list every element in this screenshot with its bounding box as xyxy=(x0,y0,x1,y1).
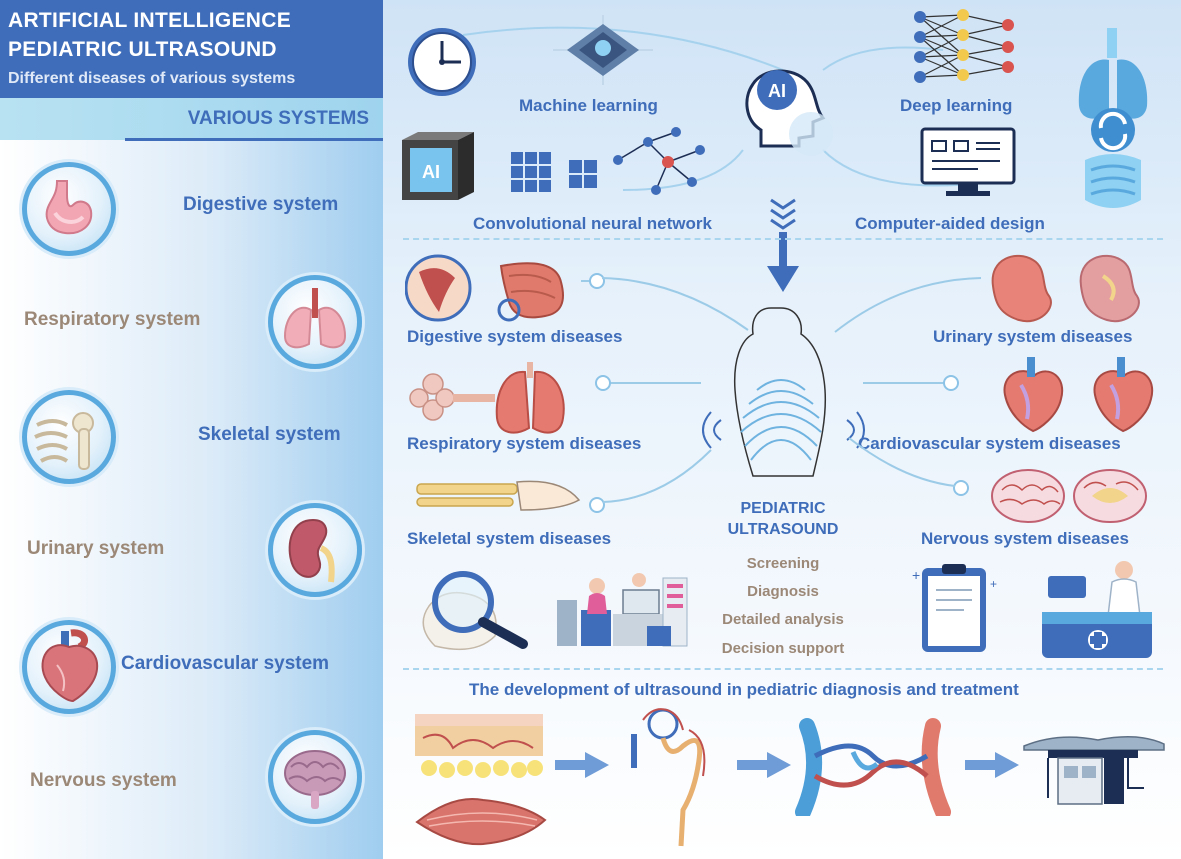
development-title: The development of ultrasound in pediatr… xyxy=(469,680,1019,699)
monitor-icon xyxy=(920,127,1016,196)
title-box: ARTIFICIAL INTELLIGENCE PEDIATRIC ULTRAS… xyxy=(0,0,383,98)
connector-curve-digestive xyxy=(601,277,749,331)
connector-node xyxy=(953,480,969,496)
step-diagnosis: Diagnosis xyxy=(747,583,819,600)
section-label: VARIOUS SYSTEMS xyxy=(187,108,369,129)
cardio-disease-icon xyxy=(1003,357,1154,433)
magnifier-icon xyxy=(422,571,528,651)
label-respiratory-diseases: Respiratory system diseases xyxy=(407,434,642,453)
vessel-icon xyxy=(795,718,951,816)
ultrasound-machine-icon xyxy=(1023,736,1165,805)
system-label-skeletal: Skeletal system xyxy=(198,424,341,445)
separator-top xyxy=(403,238,1163,240)
label-nervous-diseases: Nervous system diseases xyxy=(921,529,1129,548)
title-line-1: ARTIFICIAL INTELLIGENCE xyxy=(8,9,292,32)
label-deep-learning: Deep learning xyxy=(900,96,1013,115)
connector-curve-nervous xyxy=(848,437,956,487)
svg-text:+: + xyxy=(912,567,920,583)
ai-connectors xyxy=(462,26,959,191)
label-cardiovascular-diseases: Cardiovascular system diseases xyxy=(858,434,1121,453)
label-cad: Computer-aided design xyxy=(855,214,1045,233)
system-label-digestive: Digestive system xyxy=(183,194,339,215)
skeletal-disease-icon xyxy=(416,480,581,511)
step-screening: Screening xyxy=(746,555,820,572)
arrow-icon xyxy=(737,752,791,778)
respiratory-disease-icon xyxy=(409,362,565,434)
system-label-urinary: Urinary system xyxy=(27,538,165,559)
arrow-icon xyxy=(767,198,799,292)
lungs-icon xyxy=(268,275,362,369)
connector xyxy=(863,382,948,384)
right-panel: Machine learning AI Deep learning xyxy=(383,0,1181,859)
ai-cube-icon: AI xyxy=(402,132,474,200)
connector-curve-skeletal xyxy=(602,449,712,503)
center-title-line-2: ULTRASOUND xyxy=(727,521,839,538)
arrow-icon xyxy=(555,752,609,778)
separator-bottom xyxy=(403,668,1163,670)
label-cnn: Convolutional neural network xyxy=(473,214,712,233)
digestive-disease-icon xyxy=(405,254,564,322)
muscle-icon xyxy=(415,798,547,846)
connector-node xyxy=(589,497,605,513)
neural-network-icon xyxy=(914,9,1014,83)
ai-badge: AI xyxy=(768,81,786,101)
label-skeletal-diseases: Skeletal system diseases xyxy=(407,529,612,548)
connector xyxy=(601,382,701,384)
clinic-icon xyxy=(557,573,688,647)
title-line-2: PEDIATRIC ULTRASOUND xyxy=(8,38,277,61)
graph-icon xyxy=(613,127,705,195)
chip-icon xyxy=(553,15,653,85)
connector-node xyxy=(943,375,959,391)
step-decision-support: Decision support xyxy=(721,640,845,657)
doctor-desk-icon xyxy=(1042,561,1152,658)
heart-icon xyxy=(22,620,116,714)
skin-tissue-icon xyxy=(415,714,543,778)
matrix-icon xyxy=(511,152,597,192)
system-label-nervous: Nervous system xyxy=(30,770,177,791)
system-label-respiratory: Respiratory system xyxy=(24,309,201,330)
system-label-cardiovascular: Cardiovascular system xyxy=(121,653,330,674)
section-band: VARIOUS SYSTEMS xyxy=(0,98,383,140)
connector-curve-urinary xyxy=(834,277,982,333)
svg-text:+: + xyxy=(990,577,997,591)
section-underline xyxy=(125,138,383,141)
bones-icon xyxy=(22,390,116,484)
label-digestive-diseases: Digestive system diseases xyxy=(407,327,623,346)
subtitle: Different diseases of various systems xyxy=(8,70,296,87)
step-detailed-analysis: Detailed analysis xyxy=(722,611,844,628)
stomach-icon xyxy=(22,162,116,256)
brain-icon xyxy=(268,730,362,824)
kidney-icon xyxy=(268,503,362,597)
organs-icon xyxy=(1078,28,1148,208)
center-title-line-1: PEDIATRIC xyxy=(740,500,826,517)
urinary-disease-icon xyxy=(991,255,1140,323)
nervous-disease-icon xyxy=(991,469,1147,523)
connector xyxy=(581,280,595,282)
connector-node xyxy=(595,375,611,391)
clock-icon xyxy=(408,28,476,96)
ai-cube-label: AI xyxy=(422,162,440,182)
label-urinary-diseases: Urinary system diseases xyxy=(933,327,1133,346)
label-machine-learning: Machine learning xyxy=(519,96,658,115)
connector-node xyxy=(589,273,605,289)
ai-head-icon: AI xyxy=(745,69,833,156)
left-panel: ARTIFICIAL INTELLIGENCE PEDIATRIC ULTRAS… xyxy=(0,0,383,859)
nephron-icon xyxy=(631,708,706,847)
clipboard-icon: + + xyxy=(912,564,997,652)
arrow-icon xyxy=(965,752,1019,778)
child-body-icon xyxy=(702,307,865,477)
